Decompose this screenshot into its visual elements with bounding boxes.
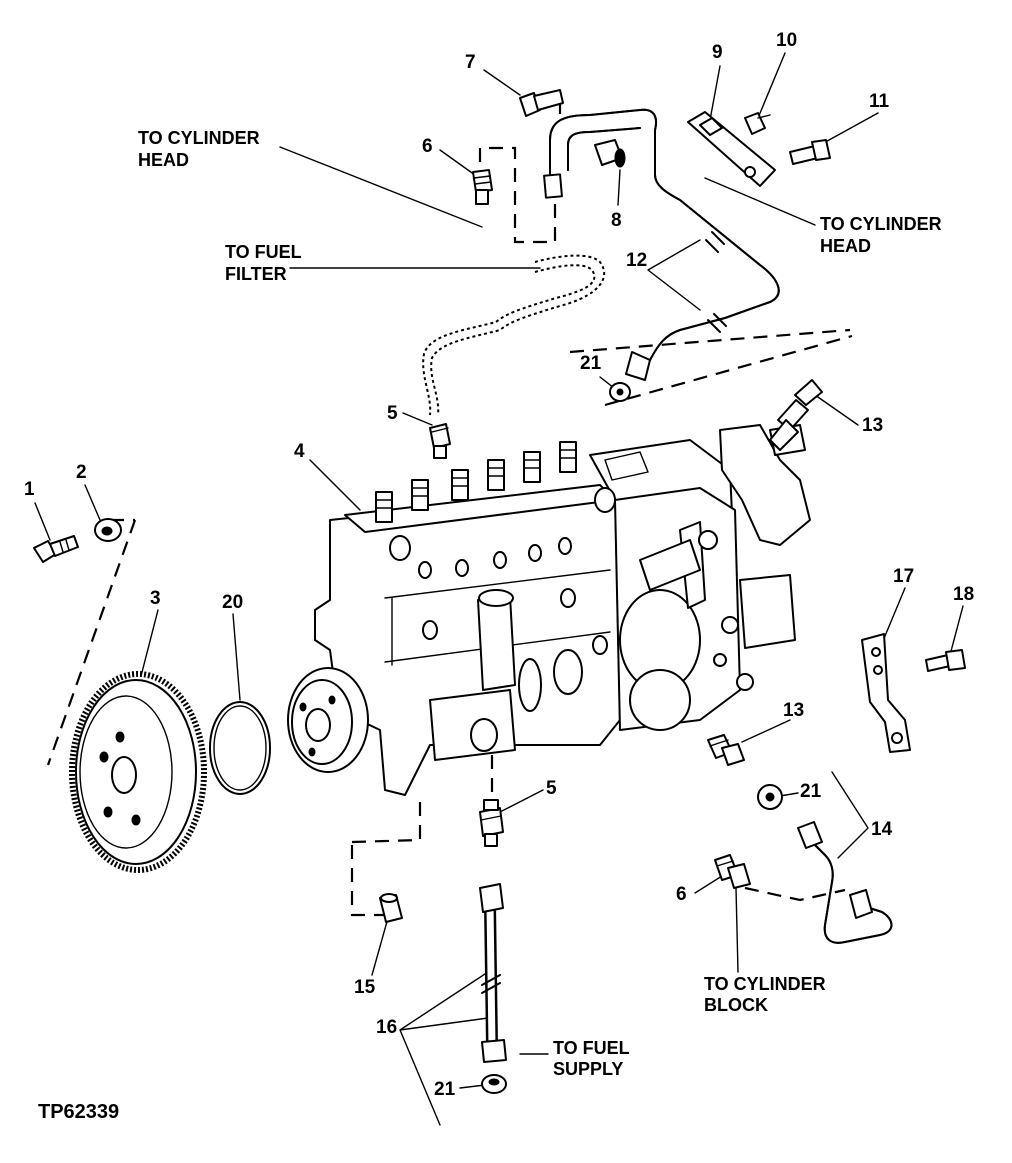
callout-10: 10 xyxy=(776,30,797,51)
callout-4: 4 xyxy=(294,441,305,462)
injection-pump-4 xyxy=(287,484,621,796)
fuel-filter-line xyxy=(422,254,606,416)
washer-2 xyxy=(94,518,122,542)
callout-13-top: 13 xyxy=(862,415,883,436)
callout-1: 1 xyxy=(24,479,35,500)
fitting-3 xyxy=(451,469,469,501)
washer-21-top xyxy=(609,382,631,402)
callout-13-bottom: 13 xyxy=(783,700,804,721)
callout-6-top: 6 xyxy=(422,136,433,157)
callout-8: 8 xyxy=(611,210,622,231)
label-line-2: BLOCK xyxy=(704,995,768,1015)
o-ring-20 xyxy=(209,701,271,795)
fitting-4 xyxy=(487,459,505,491)
screw-11 xyxy=(789,139,831,165)
fitting-2 xyxy=(411,479,429,511)
label-line-2: HEAD xyxy=(820,236,871,256)
delivery-valve-fittings xyxy=(375,441,577,523)
nut-10 xyxy=(744,112,771,135)
cap-screw-18 xyxy=(925,649,966,672)
fitting-6-top xyxy=(472,169,493,205)
assembly-dashed-lines xyxy=(46,100,853,917)
screw-7 xyxy=(519,89,564,117)
callout-21-bottom: 21 xyxy=(434,1079,456,1100)
leader-lines xyxy=(34,52,964,1126)
body-plug-holes xyxy=(389,535,608,655)
washer-21-mid xyxy=(757,784,783,810)
callout-5-bottom: 5 xyxy=(546,778,557,799)
callout-20: 20 xyxy=(222,592,243,613)
cap-screw-1 xyxy=(33,535,79,563)
label-to-fuel-supply: TO FUEL SUPPLY xyxy=(553,1038,630,1079)
label-to-cylinder-head-right: TO CYLINDER HEAD xyxy=(820,214,942,256)
washer-21-bottom xyxy=(481,1074,507,1094)
label-line-2: FILTER xyxy=(225,264,287,284)
nut-15 xyxy=(379,893,403,923)
label-line-1: TO FUEL xyxy=(553,1038,630,1058)
label-to-cylinder-head-left: TO CYLINDER HEAD xyxy=(138,128,260,170)
drive-gear-3 xyxy=(69,671,207,873)
label-line-1: TO FUEL xyxy=(225,242,302,262)
fitting-13-top xyxy=(769,379,823,451)
fuel-line-12 xyxy=(543,108,780,381)
callout-5-top: 5 xyxy=(387,403,398,424)
figure-id: TP62339 xyxy=(38,1101,119,1123)
label-line-2: HEAD xyxy=(138,150,189,170)
label-to-cylinder-block: TO CYLINDER BLOCK xyxy=(704,974,826,1015)
fitting-6-bottom xyxy=(714,854,751,889)
bracket-17 xyxy=(861,633,911,753)
fitting-1 xyxy=(375,491,393,523)
callout-9: 9 xyxy=(712,42,723,63)
label-line-1: TO CYLINDER xyxy=(138,128,260,148)
clamp-plate-9 xyxy=(687,111,776,187)
callout-7: 7 xyxy=(465,52,476,73)
callout-2: 2 xyxy=(76,462,87,483)
fuel-line-16 xyxy=(479,883,507,1063)
callout-21-top: 21 xyxy=(580,353,602,374)
label-line-2: SUPPLY xyxy=(553,1059,623,1079)
callout-16: 16 xyxy=(376,1017,397,1038)
banjo-fitting-8 xyxy=(594,139,626,168)
fitting-5 xyxy=(523,451,541,483)
callout-11: 11 xyxy=(869,91,890,112)
callout-15: 15 xyxy=(354,977,376,998)
callout-18: 18 xyxy=(953,584,974,605)
callout-17: 17 xyxy=(893,566,914,587)
label-line-1: TO CYLINDER xyxy=(704,974,826,994)
governor-housing xyxy=(589,424,811,731)
fitting-5-top xyxy=(429,423,451,459)
fitting-5-bottom xyxy=(479,799,504,847)
label-to-fuel-filter: TO FUEL FILTER xyxy=(225,242,302,284)
callout-6-bottom: 6 xyxy=(676,884,687,905)
fitting-13-bottom xyxy=(707,734,745,766)
callout-21-mid: 21 xyxy=(800,781,822,802)
fuel-line-14 xyxy=(797,821,893,944)
fitting-6 xyxy=(559,441,577,473)
callout-14: 14 xyxy=(871,819,893,840)
label-line-1: TO CYLINDER xyxy=(820,214,942,234)
callout-3: 3 xyxy=(150,588,161,609)
callout-12: 12 xyxy=(626,250,647,271)
